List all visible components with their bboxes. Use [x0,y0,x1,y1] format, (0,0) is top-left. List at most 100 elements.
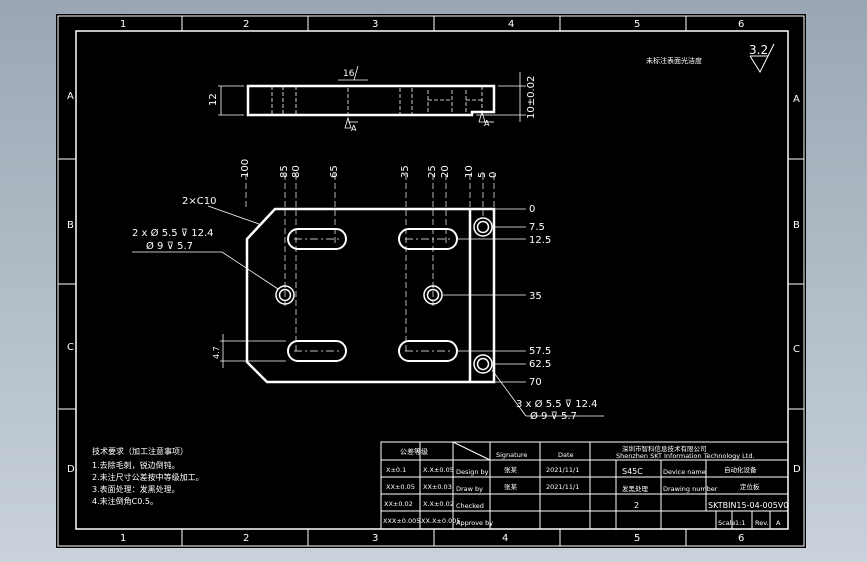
tol-r2-c2: XX±0.03 [423,483,452,491]
y-dim-70: 70 [529,377,542,388]
tol-r1-c1: X±0.1 [386,466,406,474]
side-hidden-lines [271,86,483,115]
y-dim-0: 0 [529,204,535,215]
zone-top-3: 3 [372,19,378,30]
y-dim-57-5: 57.5 [529,346,551,357]
tol-header: 公差等级 [400,447,428,456]
slot-top-left [287,228,347,250]
scale-label: Scale [718,519,736,527]
side-view [246,84,496,117]
material-value: S45C [622,467,643,476]
tol-r3-c1: XX±0.02 [384,500,413,508]
notes-title: 技术要求（加工注意事项） [92,446,188,456]
left-small-dim-label: 4.7 [212,346,221,359]
side-thickness-dim: 10±0.02 [526,76,537,119]
drawing-no: SKTBIN15-04-005V0 [708,501,788,510]
notes-line-4: 4.未注倒角C0.5。 [92,496,158,506]
drawn-label: Draw by [456,485,483,493]
zone-bottom-5: 5 [634,533,640,544]
zone-bottom-3: 3 [372,533,378,544]
hole-bottom-right [473,354,493,374]
zone-right-c: C [793,344,800,355]
hole-callout-1-leader [132,251,279,290]
drawing-canvas: 1 2 3 4 5 6 1 2 3 4 5 6 A B C D A B C D … [57,15,805,547]
y-dim-7-5: 7.5 [529,222,545,233]
hole-callout-2-line1: 3 x Ø 5.5 ⊽ 12.4 [516,398,598,410]
tol-r1-c2: X.X±0.05 [423,466,454,474]
hole-top-right [473,217,493,237]
tol-r3-c2: X.X±0.02 [423,500,454,508]
extension-lines [245,174,495,352]
hole-callout-2-leader [491,369,604,417]
zone-right-d: D [793,464,801,475]
notes-line-2: 2.未注尺寸公差按中等级加工。 [92,472,204,482]
x-dim-35: 35 [400,165,411,178]
notes-line-3: 3.表面处理：发黑处理。 [92,484,180,494]
chamfer-label: 2×C10 [182,196,216,207]
slot-bottom-left [287,340,347,362]
roughness-label: 未标注表面光洁度 [646,56,702,65]
drawn-name: 张某 [504,482,518,491]
y-dim-12-5: 12.5 [529,235,551,246]
x-dim-85: 85 [279,165,290,178]
finish-value: 发黑处理 [622,484,649,493]
zone-top-5: 5 [634,19,640,30]
approved-label: Approve by [456,519,493,527]
slot-top-right [398,228,458,250]
x-dim-80: 80 [291,165,302,178]
zone-bottom-2: 2 [243,533,249,544]
section-mark-1: A [351,124,357,133]
zone-bottom-1: 1 [120,533,126,544]
chamfer-leader [207,205,260,225]
title-block [380,441,789,530]
zone-bottom-6: 6 [738,533,744,544]
x-dim-10: 10 [464,165,475,178]
notes-line-1: 1.去除毛刺，锐边倒钝。 [92,460,180,470]
drawing-number-label: Drawing number [663,485,718,493]
part-name: 定位板 [740,482,760,491]
rev-label: Rev. [755,519,769,527]
zone-top-6: 6 [738,19,744,30]
slot-bottom-right [398,340,458,362]
y-dim-35: 35 [529,291,542,302]
tol-r4-c2: XX.X±0.005 [421,517,460,525]
zone-right-b: B [793,220,800,231]
date-header: Date [558,451,574,459]
holes [275,217,493,374]
left-small-dim [220,334,286,368]
hole-callout-1-line2: Ø 9 ⊽ 5.7 [146,240,193,252]
zone-ticks [58,16,804,546]
zone-left-c: C [67,342,74,353]
zone-left-d: D [67,464,75,475]
company-en: Shenzhen SKT Information Technology Ltd. [616,452,755,460]
zone-right-a: A [793,94,800,105]
zone-left-b: B [67,220,74,231]
design-label: Design by [456,468,489,476]
side-height-dim: 12 [208,93,219,106]
zone-left-a: A [67,91,74,102]
x-dim-20: 20 [440,165,451,178]
zone-top-2: 2 [243,19,249,30]
slot-centerlines [294,238,453,352]
x-dim-0: 0 [488,172,499,178]
hole-callout-2-line2: Ø 9 ⊽ 5.7 [530,410,577,422]
right-extension-lines [443,208,526,383]
roughness-value: 3.2 [749,43,768,57]
drawing-sheet: 1 2 3 4 5 6 1 2 3 4 5 6 A B C D A B C D … [56,14,806,548]
design-date: 2021/11/1 [546,466,579,474]
x-dim-100: 100 [240,159,251,178]
zone-top-1: 1 [120,19,126,30]
zone-top-4: 4 [508,19,514,30]
x-dim-25: 25 [427,165,438,178]
checked-label: Checked [456,502,484,510]
qty-value: 2 [634,501,639,510]
signature-header: Signature [496,451,527,459]
roughness-symbol: 3.2 [749,43,775,74]
device-value: 自动化设备 [724,465,757,474]
hole-callout-1-line1: 2 x Ø 5.5 ⊽ 12.4 [132,227,214,239]
scale-value: 1:1 [735,519,745,527]
section-mark-2: A [484,119,490,128]
slots [287,228,458,362]
x-dim-65: 65 [329,165,340,178]
drawn-date: 2021/11/1 [546,483,579,491]
